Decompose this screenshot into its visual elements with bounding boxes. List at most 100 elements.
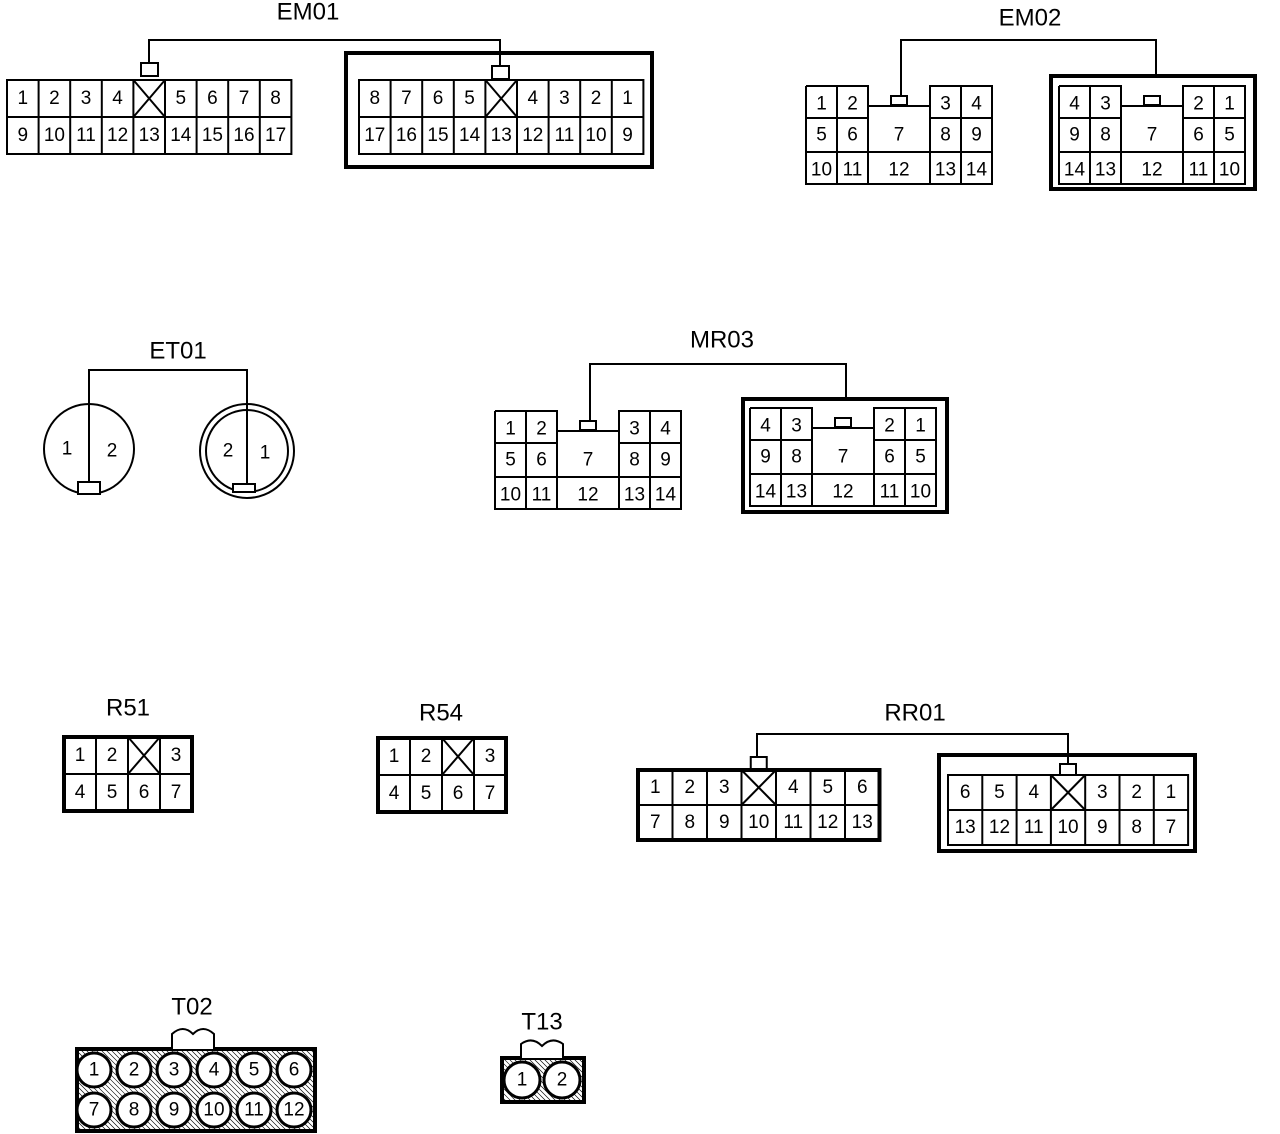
pin-number: 3 [719,777,730,798]
connector-label-t02: T02 [171,994,212,1021]
pin-number: 8 [270,88,281,109]
pin-number: 1 [1166,782,1177,803]
pin-number: 9 [622,125,633,146]
pin-number: 4 [971,94,982,115]
pin-number: 5 [464,88,475,109]
blank-cavity-mark [740,769,777,806]
pin-cavity [155,1091,193,1129]
pin-number: 11 [1024,817,1044,838]
pin-number: 15 [427,125,448,146]
pin-number: 2 [421,746,432,767]
pin-number: 14 [170,125,192,146]
pin-number: 1 [505,419,516,440]
pin-cavity [542,1060,582,1100]
connector-label-mr03: MR03 [690,327,754,354]
pin-number: 3 [1100,94,1111,115]
locking-tab [834,417,852,428]
blank-cavity-mark [1050,774,1086,811]
locking-tab [232,483,256,493]
pin-number: 8 [1100,125,1111,146]
pin-number: 4 [75,782,86,803]
pin-number: 7 [401,88,412,109]
pin-number: 1 [62,439,73,460]
pin-number: 7 [89,1100,100,1121]
pin-number: 12 [1141,160,1162,181]
pin-number: 8 [129,1100,140,1121]
pin-number: 9 [1069,125,1080,146]
pairing-line [88,369,248,404]
pin-number: 10 [203,1100,224,1121]
pin-number: 2 [129,1060,140,1081]
pin-number: 6 [884,447,895,468]
pin-number: 10 [811,160,832,181]
locking-tab [140,62,159,77]
pin-number: 12 [989,817,1010,838]
pin-cavity [155,1051,193,1089]
pin-number: 7 [485,783,496,804]
pin-number: 11 [76,125,96,146]
pin-number: 2 [847,94,858,115]
pin-number: 12 [577,485,598,506]
hatch [501,1096,508,1103]
pin-number: 11 [1189,160,1209,181]
pin-number: 1 [622,88,633,109]
pin-number: 2 [591,88,602,109]
pin-number: 6 [453,783,464,804]
hatch [76,1120,88,1132]
pin-number: 5 [505,450,516,471]
pin-number: 4 [788,777,799,798]
em02-male-housing [1049,74,1257,191]
pin-number: 11 [880,482,900,503]
pin-cavity [115,1091,153,1129]
pin-number: 10 [1219,160,1240,181]
blank-cavity-mark [441,737,475,776]
pin-number: 3 [629,419,640,440]
pin-number: 8 [791,447,802,468]
pin-number: 14 [755,482,777,503]
hatch [501,1091,513,1103]
pin-number: 5 [107,782,118,803]
pin-number: 1 [816,94,827,115]
pin-cavity [195,1051,233,1089]
pin-number: 12 [283,1100,304,1121]
pin-number: 5 [822,777,833,798]
pin-number: 2 [107,745,118,766]
connector-label-r51: R51 [106,695,150,722]
pin-number: 3 [1097,782,1108,803]
pin-cavity [75,1051,113,1089]
connector-label-em01: EM01 [277,0,340,26]
pin-cavity [275,1051,313,1089]
pin-number: 8 [684,812,695,833]
pin-number: 5 [1224,125,1235,146]
pin-number: 14 [459,125,481,146]
pin-number: 2 [1193,94,1204,115]
connector-label-rr01: RR01 [884,700,945,727]
pin-number: 10 [500,485,521,506]
pin-number: 6 [536,450,547,471]
hatch [582,1057,585,1060]
hatch [299,1048,316,1065]
locking-tab [77,481,101,495]
pin-number: 6 [857,777,868,798]
pin-number: 2 [884,416,895,437]
pin-number: 12 [832,482,853,503]
pin-number: 1 [650,777,661,798]
pin-number: 3 [559,88,570,109]
pin-number: 7 [239,88,250,109]
pin-number: 7 [650,812,661,833]
pin-number: 1 [389,746,400,767]
pin-cavity [75,1091,113,1129]
pin-number: 12 [107,125,128,146]
pin-number: 5 [915,447,926,468]
pin-number: 13 [852,812,873,833]
blank-cavity-mark [484,79,518,118]
pin-number: 8 [370,88,381,109]
pin-number: 13 [624,485,645,506]
hatch [577,1057,585,1065]
pin-number: 6 [289,1060,300,1081]
pin-number: 7 [1166,817,1177,838]
pin-number: 12 [522,125,543,146]
pin-number: 5 [421,783,432,804]
pin-cavity [502,1060,542,1100]
pin-number: 1 [18,88,29,109]
